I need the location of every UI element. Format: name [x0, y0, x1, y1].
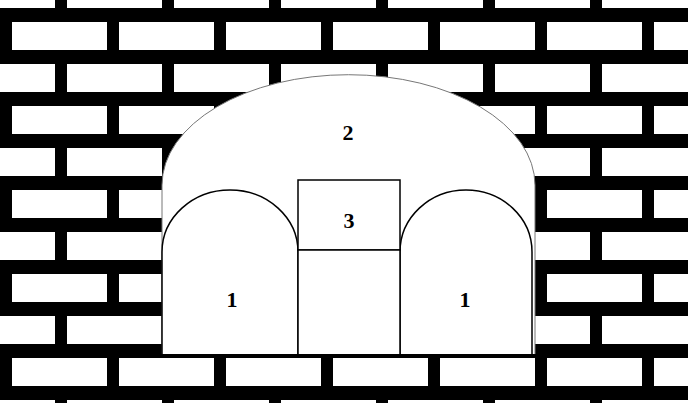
brick: [654, 358, 688, 386]
brick: [547, 22, 642, 50]
central-pillar: [298, 250, 400, 355]
brick: [0, 0, 55, 8]
brick: [333, 22, 428, 50]
brick: [440, 22, 535, 50]
brick: [547, 190, 642, 218]
base-line: [160, 354, 537, 356]
right-small-arch: [400, 190, 532, 355]
brick: [333, 358, 428, 386]
region-label: 1: [457, 287, 474, 313]
brick: [0, 400, 55, 403]
brick: [12, 190, 107, 218]
brick: [67, 232, 162, 260]
brick: [0, 232, 55, 260]
region-label: 3: [341, 208, 358, 234]
region-number: 2: [343, 122, 354, 144]
brick: [388, 400, 483, 403]
brick: [388, 0, 483, 8]
brick: [0, 64, 55, 92]
region-number: 3: [344, 210, 355, 232]
brick: [67, 148, 162, 176]
brick: [226, 22, 321, 50]
brick: [654, 274, 688, 302]
keystone-square: [298, 180, 400, 250]
brick: [281, 400, 376, 403]
brick: [495, 0, 590, 8]
brick: [654, 190, 688, 218]
brick: [174, 0, 269, 8]
region-label: 2: [340, 120, 357, 146]
brick: [0, 316, 55, 344]
brick: [495, 64, 590, 92]
brick: [67, 400, 162, 403]
brick: [12, 274, 107, 302]
brick: [174, 400, 269, 403]
region-label: 1: [224, 287, 241, 313]
brick: [602, 400, 688, 403]
brick: [67, 0, 162, 8]
brick: [602, 0, 688, 8]
large-arch-opening: [162, 75, 535, 355]
brick: [495, 400, 590, 403]
brick: [281, 0, 376, 8]
brick: [602, 148, 688, 176]
brick: [602, 232, 688, 260]
brick: [226, 358, 321, 386]
brick: [67, 316, 162, 344]
region-number: 1: [227, 289, 238, 311]
brick: [12, 22, 107, 50]
brick: [119, 358, 214, 386]
brick: [0, 148, 55, 176]
brick: [654, 22, 688, 50]
brick: [602, 64, 688, 92]
brick: [12, 358, 107, 386]
left-small-arch: [162, 190, 298, 355]
region-number: 1: [460, 289, 471, 311]
brick: [119, 22, 214, 50]
brick: [440, 358, 535, 386]
brick: [547, 106, 642, 134]
brick: [602, 316, 688, 344]
brick: [174, 64, 269, 92]
brick: [547, 358, 642, 386]
brick: [12, 106, 107, 134]
brick: [654, 106, 688, 134]
brick: [547, 274, 642, 302]
brick: [67, 64, 162, 92]
